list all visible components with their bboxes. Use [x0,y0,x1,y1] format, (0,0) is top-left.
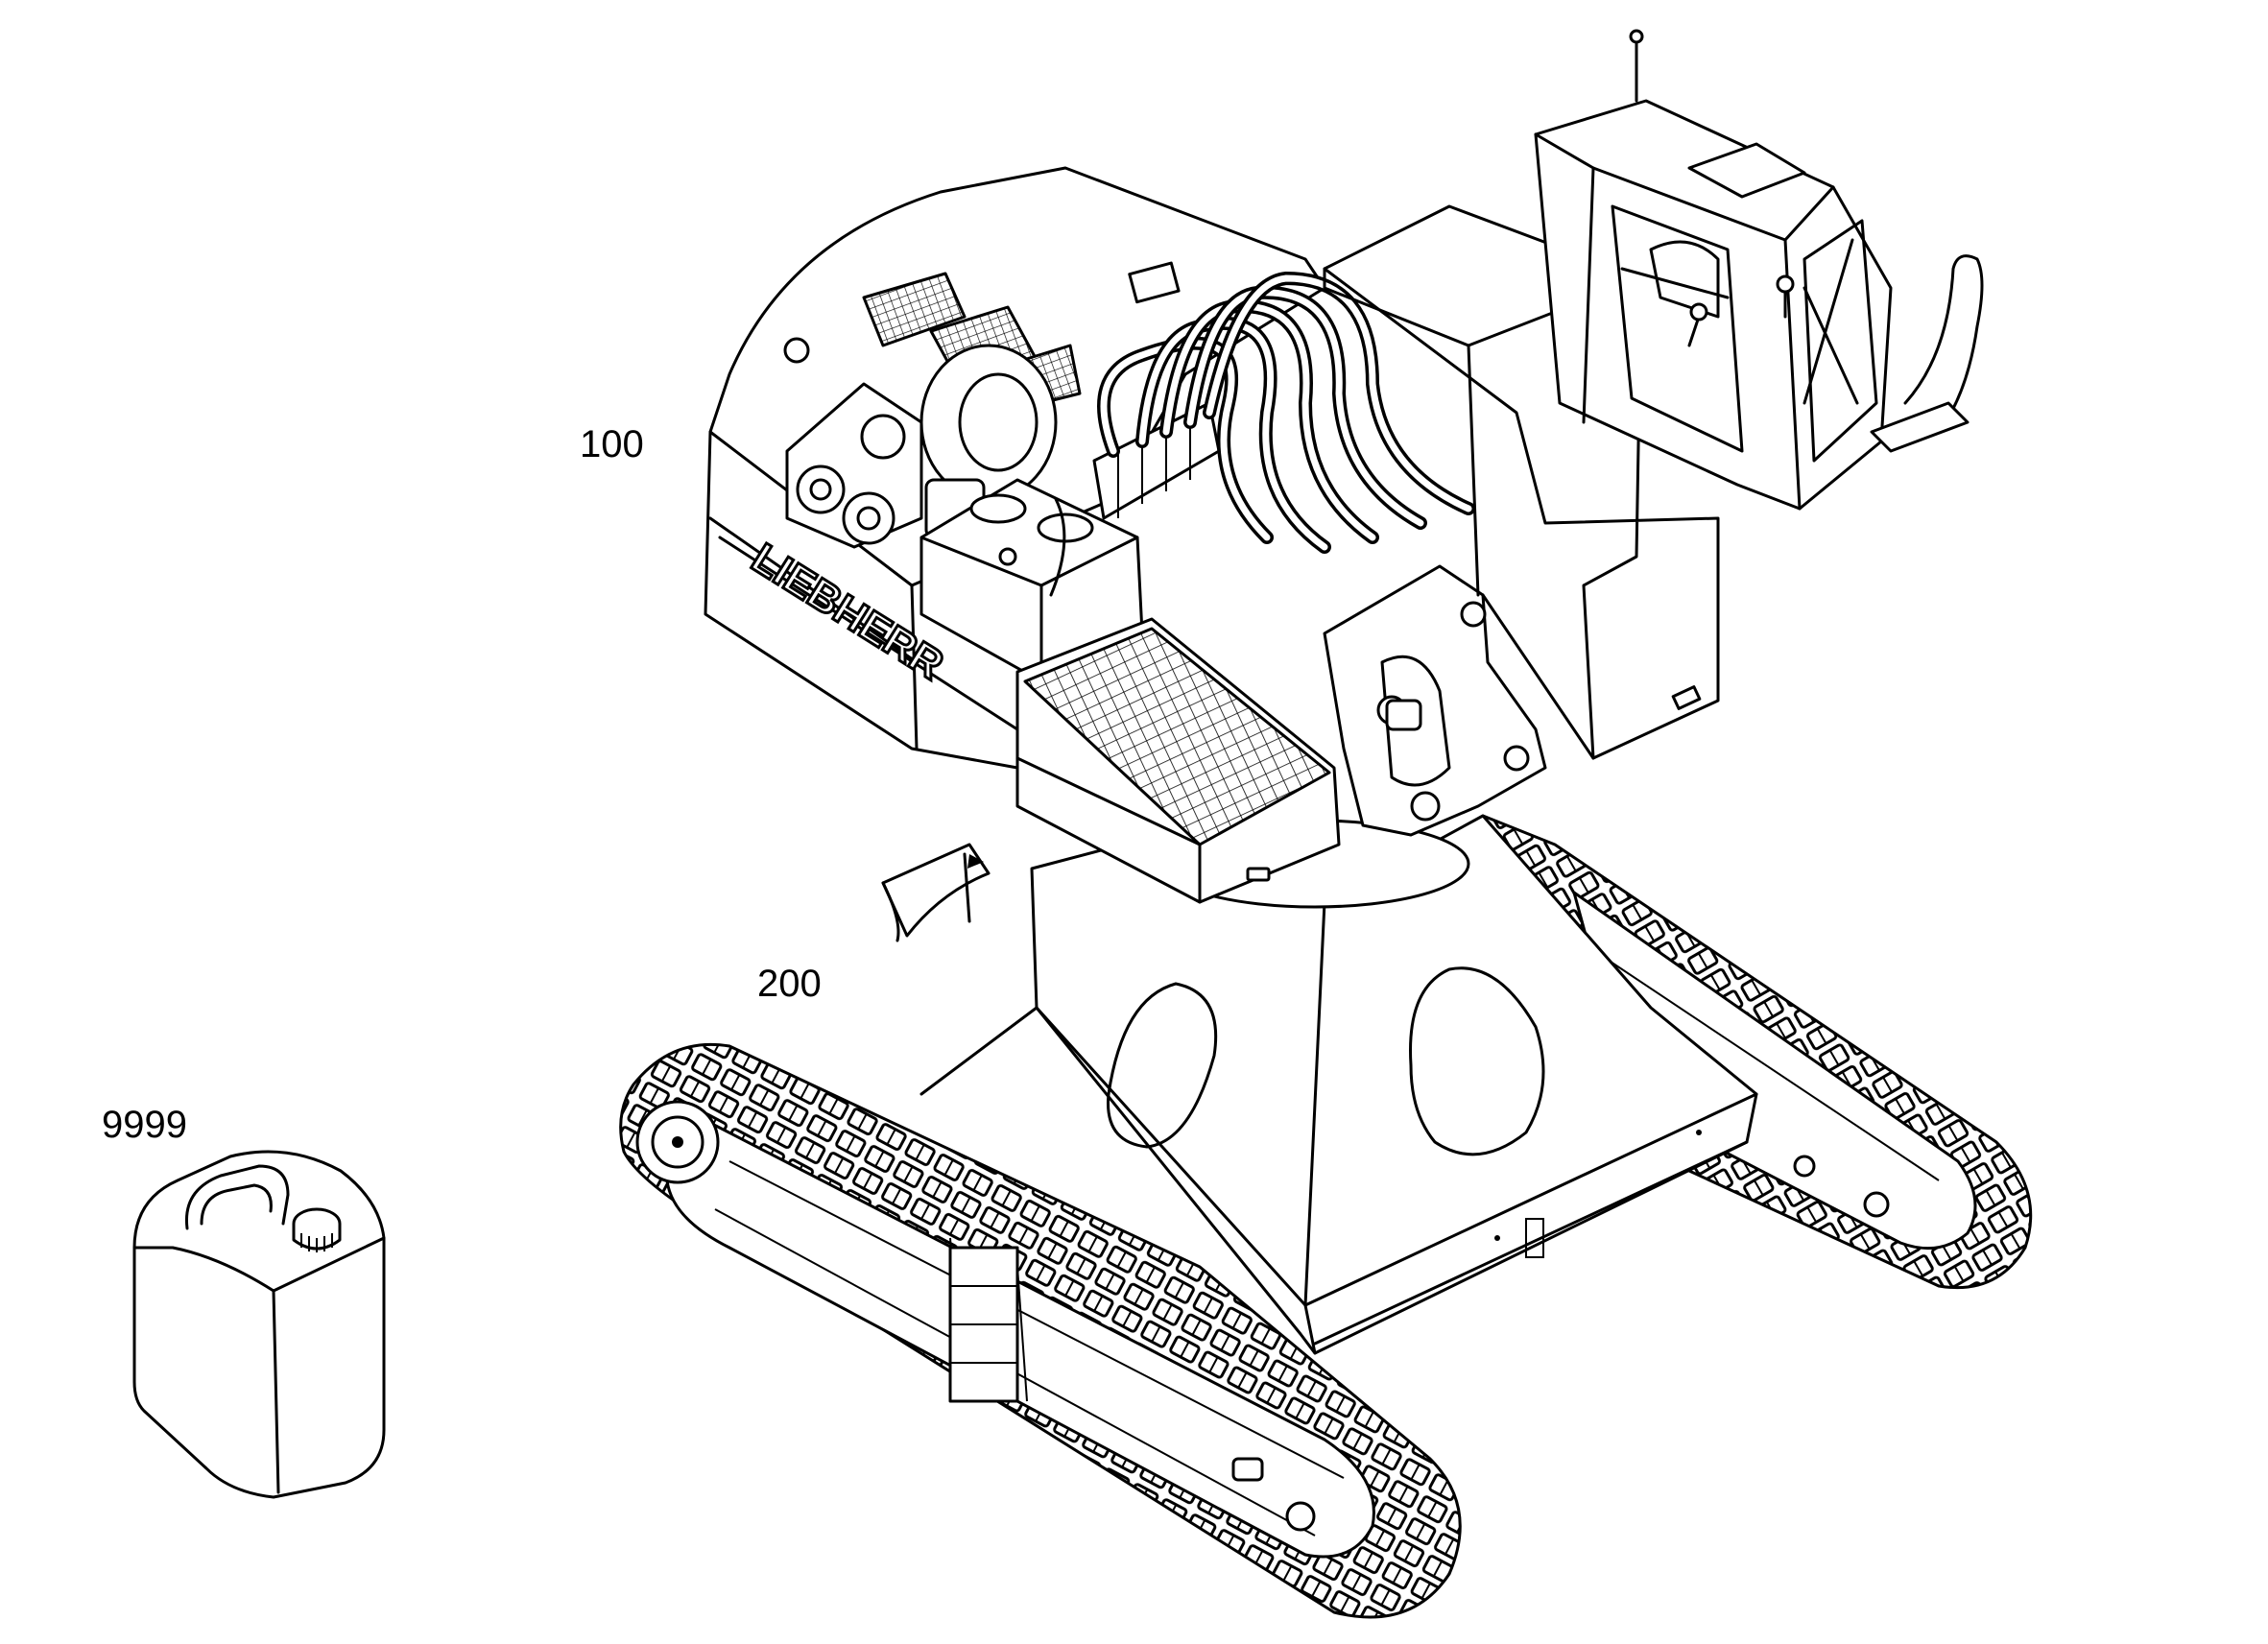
operator-cab [1534,29,1984,511]
undercarriage-assembly [619,814,2033,1619]
hydraulic-pump-assembly [785,344,1058,549]
uppercarriage-assembly: LIEBHERR [704,29,1984,909]
callout-100: 100 [580,423,644,465]
fluid-canister [132,1150,386,1499]
callout-200: 200 [757,963,822,1005]
boom-foot-bracket [1323,564,1547,837]
hose-bundle [1097,271,1475,554]
callout-9999: 9999 [102,1104,187,1146]
